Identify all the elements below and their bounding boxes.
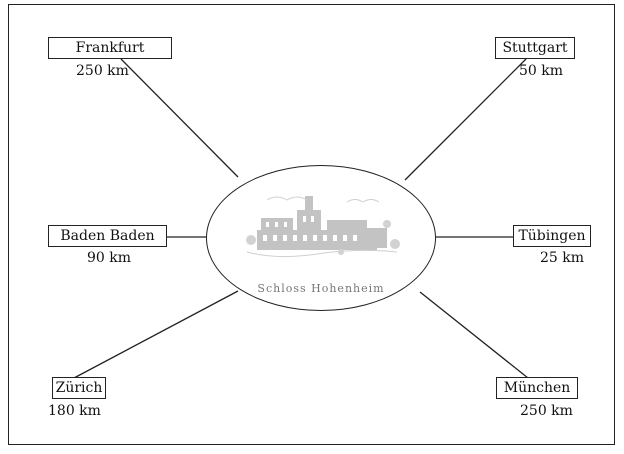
- connector-stuttgart: [404, 58, 527, 181]
- city-box-zuerich: Zürich: [52, 377, 106, 399]
- city-box-baden-baden: Baden Baden: [48, 225, 167, 247]
- city-name-tuebingen: Tübingen: [518, 228, 586, 244]
- city-box-stuttgart: Stuttgart: [495, 37, 575, 59]
- distance-zuerich: 180 km: [48, 403, 101, 419]
- castle-illustration: [246, 196, 400, 258]
- city-name-baden-baden: Baden Baden: [60, 228, 155, 244]
- diagram-frame: [8, 4, 615, 445]
- city-box-muenchen: München: [496, 377, 578, 399]
- city-name-frankfurt: Frankfurt: [75, 40, 145, 56]
- city-name-zuerich: Zürich: [55, 380, 103, 396]
- connector-frankfurt: [120, 58, 239, 178]
- hub-caption: Schloss Hohenheim: [257, 282, 385, 295]
- distance-baden-baden: 90 km: [87, 250, 132, 266]
- distance-stuttgart: 50 km: [519, 63, 564, 79]
- city-name-muenchen: München: [503, 380, 571, 396]
- distance-muenchen: 250 km: [520, 403, 573, 419]
- distance-tuebingen: 25 km: [540, 250, 585, 266]
- distance-frankfurt: 250 km: [76, 63, 129, 79]
- connector-muenchen: [419, 291, 529, 379]
- connector-zuerich: [73, 290, 239, 379]
- city-box-frankfurt: Frankfurt: [48, 37, 172, 59]
- city-name-stuttgart: Stuttgart: [502, 40, 568, 56]
- city-box-tuebingen: Tübingen: [513, 225, 591, 247]
- central-location-hub: Schloss Hohenheim: [206, 165, 436, 311]
